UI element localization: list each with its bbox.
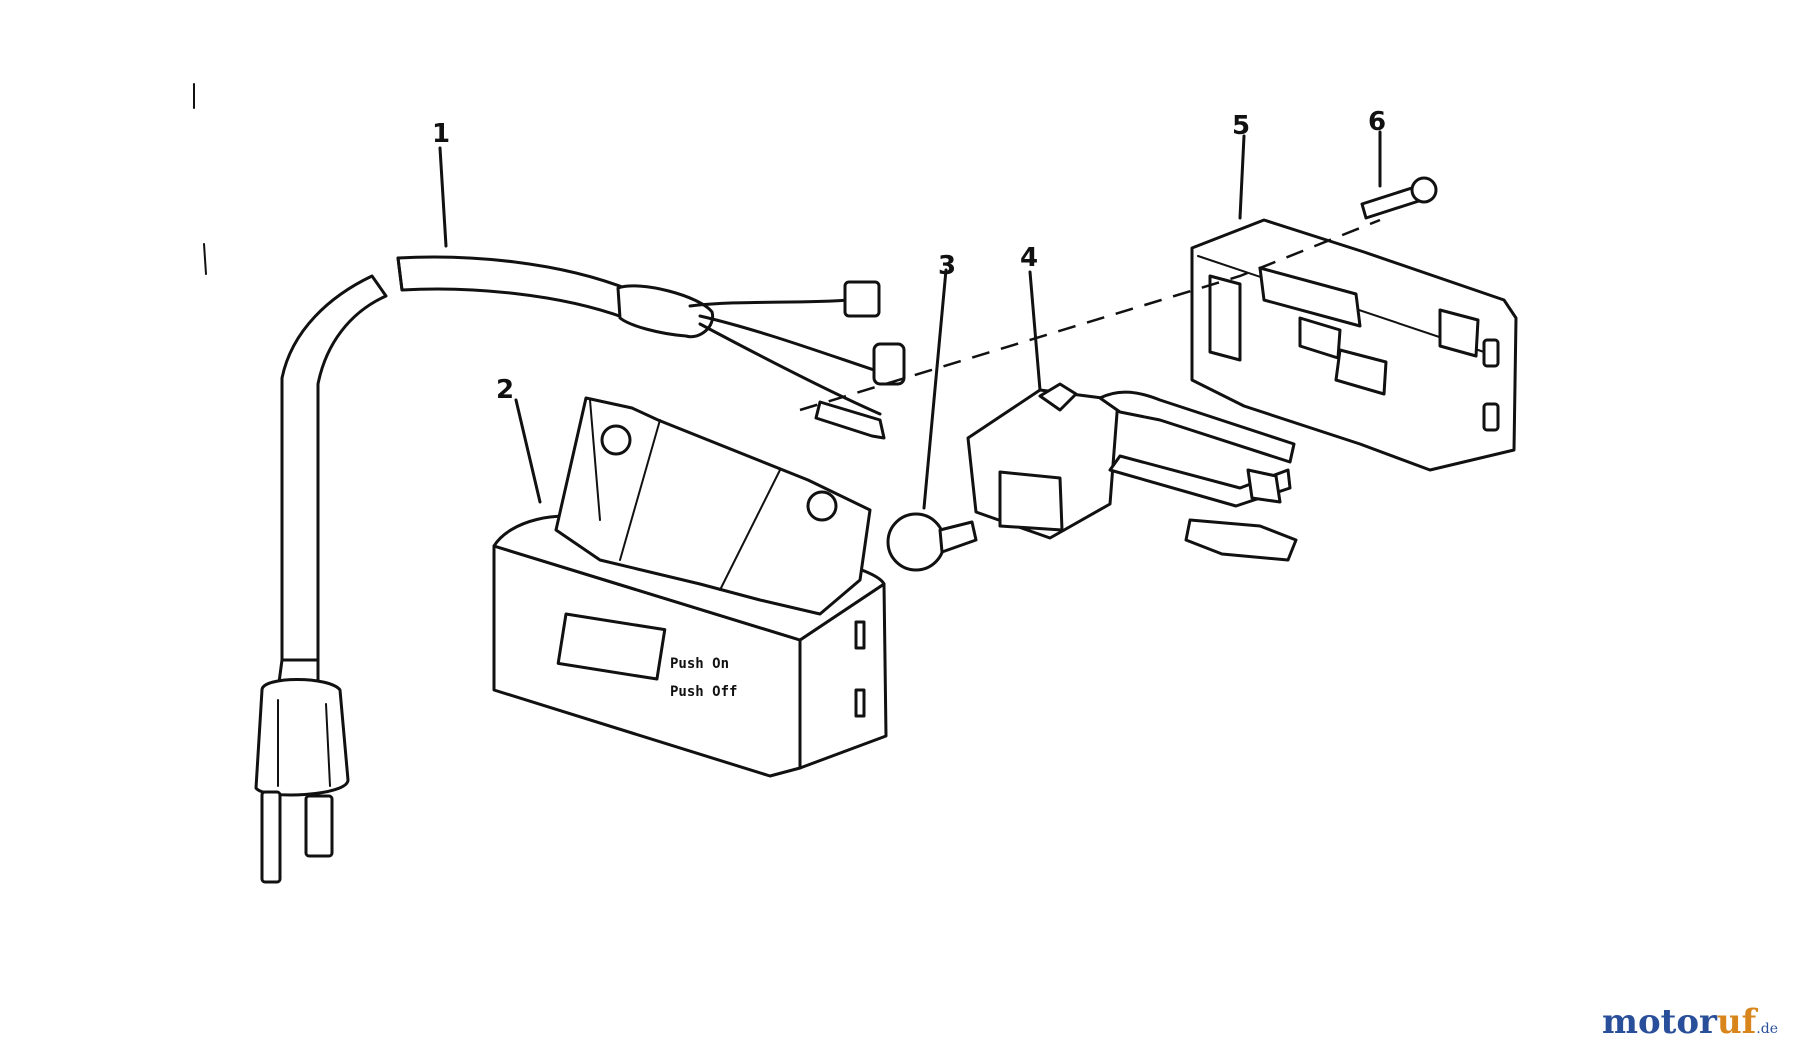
screw [1360,130,1438,220]
mounting-bracket [1190,134,1518,472]
switch-label-line2: Push Off [670,684,737,700]
switch-housing [492,396,888,778]
watermark-part3: .de [1756,1021,1778,1037]
part-number-6: 6 [1368,107,1386,137]
part-number-5: 5 [1232,111,1250,141]
watermark-part2: uf [1716,1002,1757,1042]
assembly-line [799,218,1381,412]
switch-label-line1: Push On [670,656,729,672]
margin-marks [193,83,207,275]
bulb [886,268,978,572]
watermark-part1: motor [1601,1002,1717,1042]
part-number-4: 4 [1020,243,1038,273]
part-number-1: 1 [432,119,450,149]
watermark-logo: motoruf.de [1602,1002,1778,1042]
part-number-2: 2 [496,375,514,405]
part-number-3: 3 [938,251,956,281]
switch-mechanism [966,270,1298,562]
power-cord [254,146,906,884]
